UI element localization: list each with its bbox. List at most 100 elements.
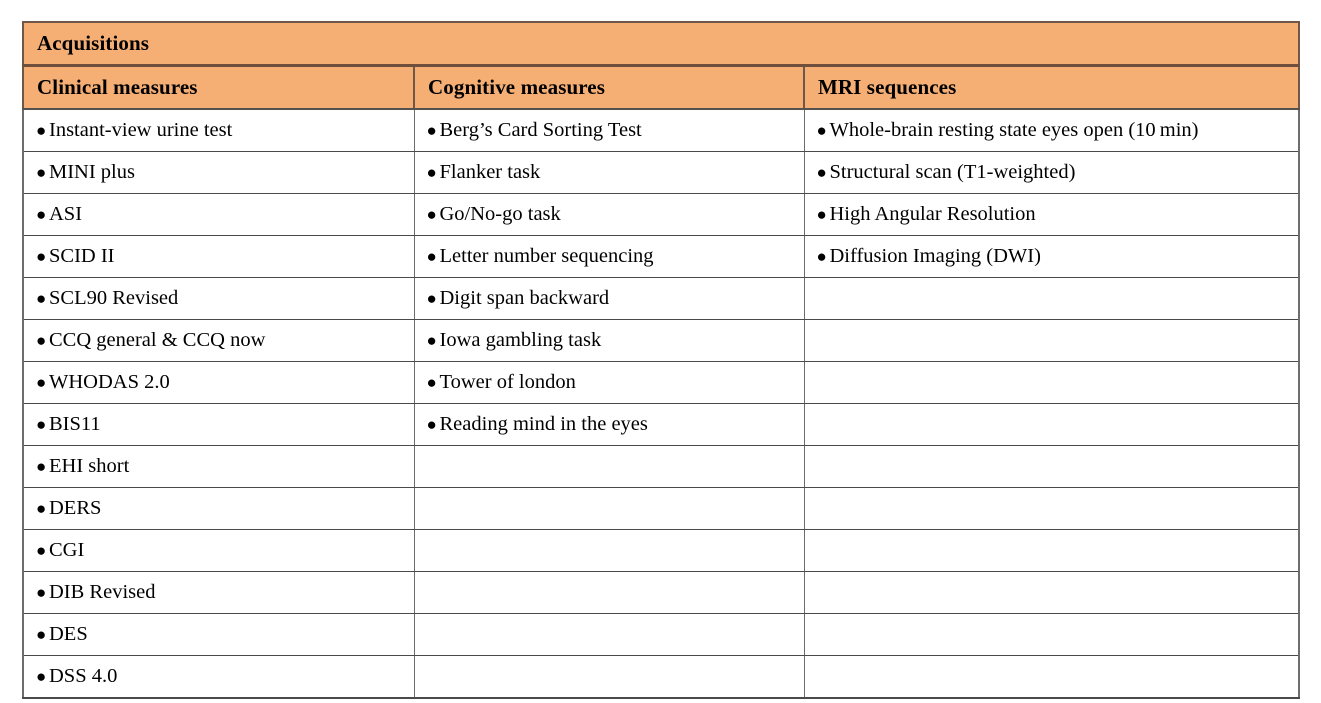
list-item-label: DES [49,623,88,645]
list-item-cell: ●ASI [22,193,415,236]
empty-cell [803,487,1300,530]
bullet-icon: ● [426,247,437,266]
bullet-icon: ● [426,331,437,350]
table-row: ●WHODAS 2.0●Tower of london [22,361,1300,404]
empty-cell [803,277,1300,320]
empty-cell [803,403,1300,446]
bullet-icon: ● [816,121,827,140]
list-item-label: Iowa gambling task [439,329,602,351]
list-item-label: Digit span backward [439,287,610,309]
table-row: ●CCQ general & CCQ now●Iowa gambling tas… [22,319,1300,362]
bullet-icon: ● [36,457,47,476]
table-row: ●DERS [22,487,1300,530]
list-item-cell: ●WHODAS 2.0 [22,361,415,404]
bullet-icon: ● [36,667,47,686]
column-header-mri-sequences: MRI sequences [803,65,1300,110]
list-item-label: BIS11 [49,413,101,435]
empty-cell [803,571,1300,614]
bullet-icon: ● [36,205,47,224]
list-item-label: Tower of london [439,371,576,393]
bullet-icon: ● [816,163,827,182]
list-item-cell: ●SCID II [22,235,415,278]
list-item-cell: ●Tower of london [413,361,805,404]
list-item-cell: ●Whole-brain resting state eyes open (10… [803,108,1300,152]
list-item-label: DSS 4.0 [49,665,118,687]
bullet-icon: ● [36,625,47,644]
list-item-cell: ●EHI short [22,445,415,488]
table-row: ●EHI short [22,445,1300,488]
list-item-label: SCL90 Revised [49,287,179,309]
list-item-label: DERS [49,497,102,519]
table-title-cell: Acquisitions [22,21,1300,67]
acquisitions-table-container: Acquisitions Clinical measures Cognitive… [22,21,1300,699]
list-item-cell: ●Diffusion Imaging (DWI) [803,235,1300,278]
list-item-cell: ●Instant-view urine test [22,108,415,152]
column-header-clinical-measures: Clinical measures [22,65,415,110]
empty-cell [803,655,1300,699]
bullet-icon: ● [426,163,437,182]
list-item-cell: ●CCQ general & CCQ now [22,319,415,362]
list-item-cell: ●Letter number sequencing [413,235,805,278]
list-item-label: Instant-view urine test [49,119,233,141]
table-row: ●Instant-view urine test●Berg’s Card Sor… [22,108,1300,152]
table-title-row: Acquisitions [22,21,1300,67]
list-item-label: EHI short [49,455,130,477]
list-item-label: Diffusion Imaging (DWI) [829,245,1041,267]
list-item-cell: ●Flanker task [413,151,805,194]
acquisitions-table: Acquisitions Clinical measures Cognitive… [22,21,1300,699]
bullet-icon: ● [36,541,47,560]
list-item-cell: ●BIS11 [22,403,415,446]
list-item-cell: ●CGI [22,529,415,572]
table-row: ●SCL90 Revised●Digit span backward [22,277,1300,320]
bullet-icon: ● [36,415,47,434]
list-item-cell: ●DIB Revised [22,571,415,614]
list-item-cell: ●Reading mind in the eyes [413,403,805,446]
list-item-label: Berg’s Card Sorting Test [439,119,642,141]
list-item-cell: ●DERS [22,487,415,530]
list-item-cell: ●High Angular Resolution [803,193,1300,236]
bullet-icon: ● [426,121,437,140]
list-item-label: Go/No-go task [439,203,561,225]
list-item-cell: ●Go/No-go task [413,193,805,236]
bullet-icon: ● [36,289,47,308]
bullet-icon: ● [36,163,47,182]
bullet-icon: ● [36,121,47,140]
empty-cell [413,655,805,699]
empty-cell [803,613,1300,656]
list-item-label: High Angular Resolution [829,203,1036,225]
table-row: ●ASI●Go/No-go task●High Angular Resoluti… [22,193,1300,236]
list-item-cell: ●SCL90 Revised [22,277,415,320]
list-item-label: WHODAS 2.0 [49,371,170,393]
table-row: ●DSS 4.0 [22,655,1300,699]
table-body: Acquisitions Clinical measures Cognitive… [22,21,1300,699]
list-item-cell: ●Iowa gambling task [413,319,805,362]
bullet-icon: ● [426,289,437,308]
bullet-icon: ● [426,415,437,434]
list-item-label: Whole-brain resting state eyes open (10 … [829,119,1199,141]
list-item-cell: ●DES [22,613,415,656]
table-row: ●DES [22,613,1300,656]
list-item-label: CGI [49,539,85,561]
list-item-label: Flanker task [439,161,541,183]
bullet-icon: ● [36,247,47,266]
empty-cell [413,571,805,614]
list-item-cell: ●Berg’s Card Sorting Test [413,108,805,152]
list-item-label: CCQ general & CCQ now [49,329,266,351]
list-item-label: SCID II [49,245,115,267]
list-item-label: ASI [49,203,83,225]
empty-cell [803,319,1300,362]
list-item-label: Letter number sequencing [439,245,654,267]
table-row: ●BIS11●Reading mind in the eyes [22,403,1300,446]
empty-cell [413,529,805,572]
list-item-label: DIB Revised [49,581,156,603]
empty-cell [413,613,805,656]
bullet-icon: ● [36,499,47,518]
empty-cell [803,529,1300,572]
bullet-icon: ● [426,373,437,392]
bullet-icon: ● [426,205,437,224]
bullet-icon: ● [36,331,47,350]
bullet-icon: ● [36,373,47,392]
table-header-row: Clinical measures Cognitive measures MRI… [22,65,1300,110]
empty-cell [803,445,1300,488]
